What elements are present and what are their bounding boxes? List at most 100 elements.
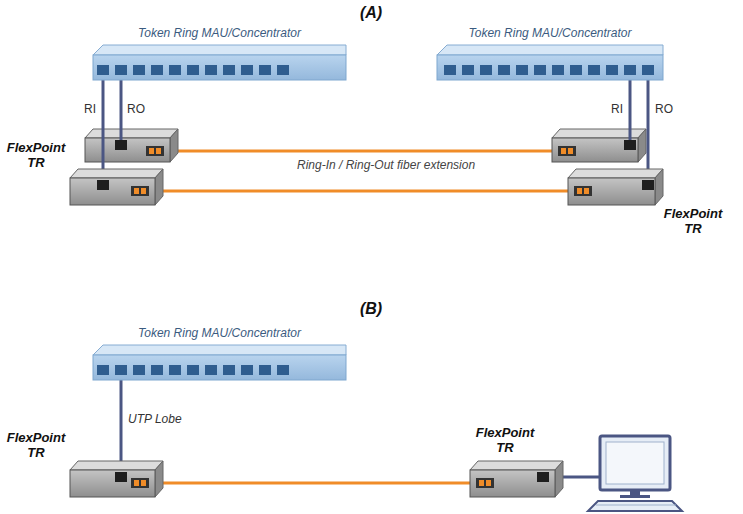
- converter-side: [155, 169, 163, 205]
- mau-top: [93, 45, 346, 55]
- media-converter-shape: [568, 178, 655, 205]
- node-label: FlexPoint TR: [4, 140, 68, 170]
- device-name: Token Ring MAU/Concentrator: [437, 26, 663, 41]
- mau-port: [223, 365, 235, 375]
- fiber-note: Ring-In / Ring-Out fiber extension: [297, 159, 475, 172]
- mau-concentrator: Token Ring MAU/Concentrator: [93, 345, 346, 380]
- mau-port: [187, 65, 199, 75]
- fiber-port: [131, 186, 149, 196]
- mau-port: [516, 65, 528, 75]
- mau-port: [169, 365, 181, 375]
- node-label: Token Ring MAU/Concentrator: [93, 26, 346, 41]
- node-label: Token Ring MAU/Concentrator: [93, 326, 346, 341]
- converter-front: [70, 470, 155, 497]
- fiber-port: [479, 480, 484, 486]
- node-label: FlexPoint TR: [468, 425, 542, 455]
- fiber-port: [486, 480, 491, 486]
- mau-port: [606, 65, 618, 75]
- product-name: FlexPoint TR: [660, 206, 726, 236]
- signal-name: RI: [84, 102, 100, 116]
- utp-wire: [629, 80, 632, 140]
- converter-top: [70, 461, 163, 470]
- utp-wire: [120, 80, 123, 140]
- mau-port: [642, 65, 654, 75]
- device-name: Token Ring MAU/Concentrator: [93, 26, 346, 41]
- mau-port: [241, 365, 253, 375]
- mau-concentrator-shape: [437, 45, 663, 80]
- node-label: FlexPoint TR: [4, 430, 68, 460]
- fiber-port: [476, 478, 494, 488]
- mau-port: [187, 365, 199, 375]
- cable-label: UTP Lobe: [128, 412, 198, 426]
- rj45-port: [642, 180, 654, 190]
- section-heading: (B): [321, 300, 421, 318]
- fiber-port: [577, 188, 582, 194]
- fiber-port: [141, 480, 146, 486]
- mau-port: [223, 65, 235, 75]
- mau-front: [437, 55, 663, 80]
- rj45-port: [97, 180, 109, 190]
- media-converter: FlexPoint TR: [568, 178, 655, 205]
- mau-port: [498, 65, 510, 75]
- section-heading: (A): [321, 4, 421, 22]
- fiber-cable: [155, 482, 470, 485]
- mau-port: [115, 65, 127, 75]
- node-label: Token Ring MAU/Concentrator: [437, 26, 663, 41]
- fiber-cable: [155, 190, 568, 193]
- mau-port: [570, 65, 582, 75]
- fiber-port: [134, 480, 139, 486]
- mau-front: [93, 55, 346, 80]
- mau-port: [259, 365, 271, 375]
- media-converter-shape: [470, 470, 555, 497]
- mau-port: [169, 65, 181, 75]
- utp-wire: [102, 80, 105, 178]
- mau-port: [588, 65, 600, 75]
- converter-top: [568, 169, 663, 178]
- converter-front: [70, 178, 155, 205]
- mau-concentrator: Token Ring MAU/Concentrator: [93, 45, 346, 80]
- media-converter-shape: [70, 470, 155, 497]
- mau-port: [480, 65, 492, 75]
- mau-port: [151, 365, 163, 375]
- mau-port: [97, 365, 109, 375]
- fiber-port: [134, 188, 139, 194]
- media-converter: [85, 129, 178, 162]
- product-name: FlexPoint TR: [468, 425, 542, 455]
- fiber-port: [584, 188, 589, 194]
- mau-port: [241, 65, 253, 75]
- mau-port: [205, 65, 217, 75]
- signal-name: RO: [655, 102, 679, 116]
- mau-port: [277, 65, 289, 75]
- utp-wire: [120, 380, 123, 470]
- mau-port: [133, 65, 145, 75]
- media-converter: FlexPoint TR: [70, 470, 155, 497]
- product-name: FlexPoint TR: [4, 140, 68, 170]
- mau-top: [437, 45, 663, 55]
- converter-side: [155, 461, 163, 497]
- mau-port: [259, 65, 271, 75]
- mau-port: [534, 65, 546, 75]
- converter-front: [568, 178, 655, 205]
- mau-concentrator: Token Ring MAU/Concentrator: [437, 45, 663, 80]
- fiber-cable: [160, 150, 560, 153]
- fiber-port: [131, 478, 149, 488]
- mau-top: [93, 345, 346, 355]
- node-label: FlexPoint TR: [660, 206, 726, 236]
- mau-port: [115, 365, 127, 375]
- converter-top: [470, 461, 563, 470]
- mau-front: [93, 355, 346, 380]
- device-name: Token Ring MAU/Concentrator: [93, 326, 346, 341]
- rj45-port: [115, 472, 127, 482]
- converter-side: [555, 461, 563, 497]
- media-converter-shape: [70, 178, 155, 205]
- converter-top: [70, 169, 163, 178]
- mau-port: [97, 65, 109, 75]
- fiber-port: [141, 188, 146, 194]
- mau-concentrator-shape: [93, 45, 346, 80]
- product-name: FlexPoint TR: [4, 430, 68, 460]
- mau-port: [444, 65, 456, 75]
- media-converter: FlexPoint TR: [70, 178, 155, 205]
- mau-port: [462, 65, 474, 75]
- signal-name: RO: [127, 102, 149, 116]
